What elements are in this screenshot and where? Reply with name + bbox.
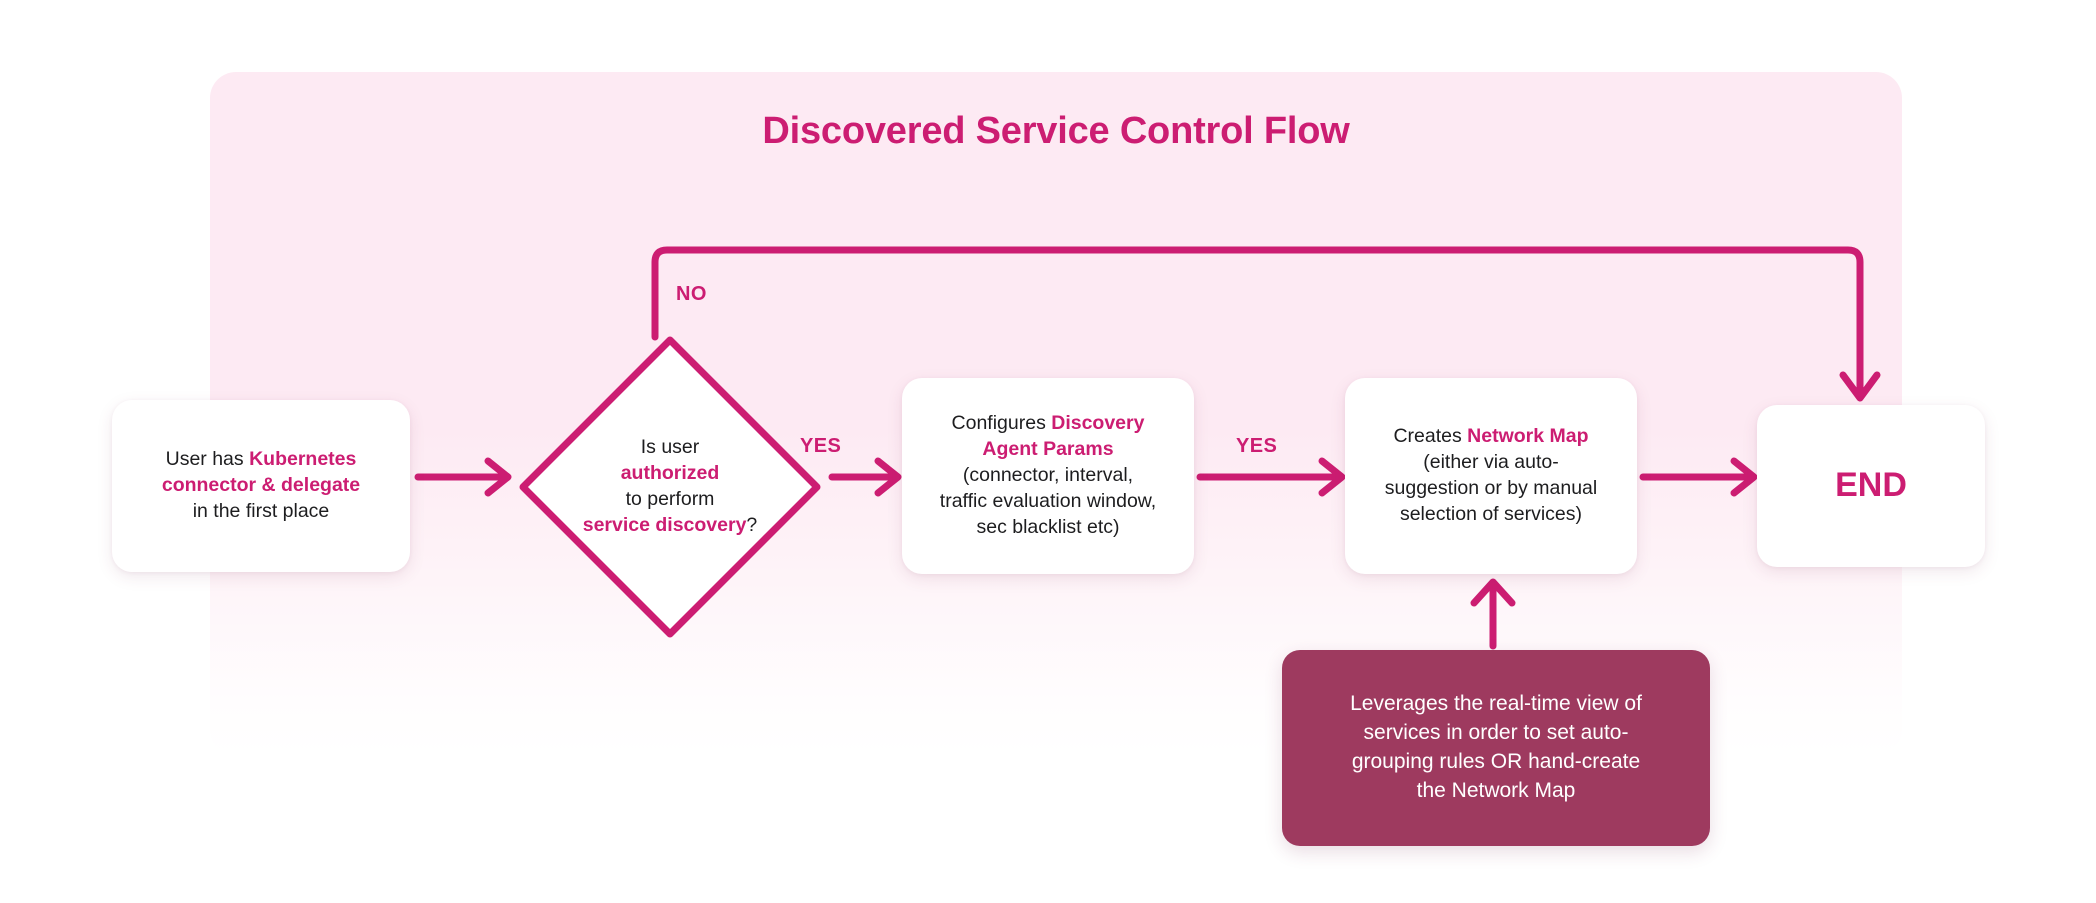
- node-configures-discovery-agent-params[interactable]: Configures Discovery Agent Params (conne…: [902, 378, 1194, 574]
- node-decision-is-user-authorized[interactable]: Is user authorized to perform service di…: [515, 332, 825, 642]
- node-start-line2-highlight: connector & delegate: [161, 474, 361, 497]
- node-note-line1: Leverages the real-time view of: [1350, 692, 1642, 716]
- node-netmap-line1-plain: Creates: [1393, 425, 1468, 448]
- node-start-line1-highlight: Kubernetes: [249, 448, 357, 471]
- node-params-line1-highlight: Discovery: [1051, 412, 1145, 435]
- node-decision-line1-plain: Is user: [640, 436, 700, 459]
- node-end[interactable]: END: [1757, 405, 1985, 567]
- node-start-line3-plain: in the first place: [192, 499, 330, 522]
- node-note-line3: grouping rules OR hand-create: [1351, 750, 1641, 773]
- node-netmap-line3-plain: suggestion or by manual: [1384, 477, 1598, 499]
- node-params-line5-plain: sec blacklist etc): [976, 515, 1120, 538]
- node-params-line1-plain: Configures: [951, 412, 1052, 435]
- edge-label-no: NO: [676, 283, 707, 305]
- node-netmap-line2-plain: (either via auto-: [1423, 451, 1559, 474]
- edge-label-yes-decision: YES: [800, 435, 842, 457]
- node-decision-line4-suffix: ?: [746, 513, 758, 536]
- node-netmap-line4-plain: selection of services): [1399, 502, 1583, 525]
- node-creates-network-map[interactable]: Creates Network Map (either via auto- su…: [1345, 378, 1637, 574]
- node-start-user-has-connector[interactable]: User has Kubernetes connector & delegate…: [112, 400, 410, 572]
- diamond-shape: [519, 336, 821, 638]
- edge-label-yes-params: YES: [1236, 435, 1278, 457]
- node-note-line4: the Network Map: [1416, 778, 1576, 802]
- node-netmap-line1-highlight: Network Map: [1467, 425, 1589, 448]
- node-annotation-leverages-realtime-view[interactable]: Leverages the real-time view of services…: [1282, 650, 1710, 846]
- diagram-title: Discovered Service Control Flow: [762, 110, 1350, 152]
- node-end-label: END: [1835, 466, 1907, 505]
- node-start-line1-plain: User has: [165, 448, 250, 471]
- node-decision-line2-highlight: authorized: [620, 462, 720, 485]
- node-note-line2: services in order to set auto-: [1363, 721, 1629, 745]
- node-decision-line4-highlight: service discovery: [582, 513, 747, 536]
- node-params-line2-highlight: Agent Params: [982, 438, 1114, 461]
- node-params-line4-plain: traffic evaluation window,: [939, 489, 1157, 512]
- node-params-line3-plain: (connector, interval,: [962, 464, 1134, 487]
- node-decision-line3-plain: to perform: [625, 488, 715, 510]
